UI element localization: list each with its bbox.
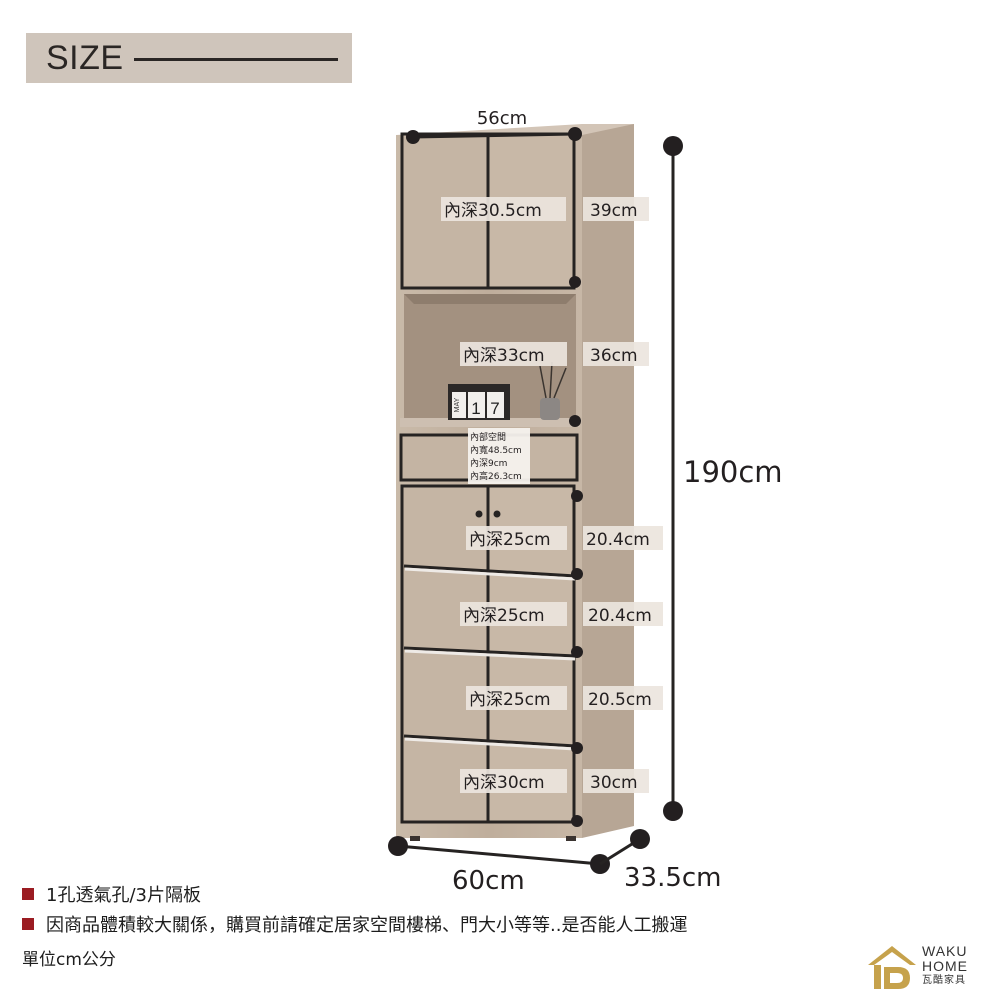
- section-1-height: 39cm: [590, 201, 638, 221]
- height-dot-bottom: [663, 801, 683, 821]
- base-width-text: 60cm: [452, 866, 525, 896]
- note-bullet: [22, 918, 34, 930]
- calendar-card-day-2: [487, 392, 504, 418]
- calendar-month-text: MAY: [454, 397, 461, 412]
- section-5-depth: 內深25cm: [469, 690, 551, 710]
- size-rule: [134, 58, 338, 61]
- drawer-label-bg: [468, 428, 530, 484]
- unit-note: 單位cm公分: [22, 950, 116, 970]
- top-width-dot-left: [406, 130, 420, 144]
- section-dots: [569, 276, 583, 827]
- section-3-height: 20.4cm: [586, 530, 650, 550]
- section-6-height: 30cm: [590, 773, 638, 793]
- note-text: 因商品體積較大關係，購買前請確定居家空間樓梯、門大小等等..是否能人工搬運: [46, 915, 688, 936]
- door-knob-right: [493, 510, 501, 518]
- diffuser-bottle: [540, 398, 560, 420]
- note-item: 因商品體積較大關係，購買前請確定居家空間樓梯、門大小等等..是否能人工搬運: [22, 914, 687, 938]
- section-4-height: 20.4cm: [588, 606, 652, 626]
- section-2-depth: 內深33cm: [463, 346, 545, 366]
- height-dot-top: [663, 136, 683, 156]
- drawer-depth: 內深9cm: [470, 458, 507, 469]
- base-width-dot-left: [388, 836, 408, 856]
- base-depth-text: 33.5cm: [624, 863, 722, 893]
- calendar-card-day-1: [468, 392, 485, 418]
- cabinet-foot-left: [410, 836, 420, 841]
- brand-line-1: WAKU: [922, 943, 968, 959]
- diffuser-reed-1: [539, 365, 547, 399]
- depth-dot-right: [630, 829, 650, 849]
- note-bullet: [22, 888, 34, 900]
- top-width-text: 56cm: [477, 108, 527, 129]
- section-5-height: 20.5cm: [588, 690, 652, 710]
- open-niche-shadow: [404, 294, 576, 304]
- top-width-line: [412, 132, 576, 139]
- brand-line-2: HOME: [922, 958, 968, 974]
- section-2-height: 36cm: [590, 346, 638, 366]
- size-banner: SIZE: [26, 33, 352, 83]
- calendar-day-1-text: 1: [471, 399, 480, 418]
- house-logo-icon: [868, 946, 916, 989]
- note-text: 1孔透氣孔/3片隔板: [46, 885, 201, 906]
- brand-logo: WAKU HOME 瓦酷家具: [864, 942, 989, 992]
- diffuser-reed-3: [553, 367, 567, 399]
- top-width-dot-right: [568, 127, 582, 141]
- section-4-depth: 內深25cm: [463, 606, 545, 626]
- cabinet-foot-right: [566, 836, 576, 841]
- cabinet-side-panel: [582, 124, 634, 838]
- base-width-line: [397, 844, 601, 866]
- size-label: SIZE: [46, 39, 124, 77]
- drawer-height: 內高26.3cm: [470, 470, 522, 482]
- calendar-card-month: [452, 392, 466, 418]
- drawer-title: 內部空間: [470, 431, 506, 443]
- section-1-depth: 內深30.5cm: [444, 201, 542, 221]
- section-6-depth: 內深30cm: [463, 773, 545, 793]
- note-item: 1孔透氣孔/3片隔板: [22, 884, 201, 908]
- diffuser-reed-2: [549, 361, 553, 399]
- section-3-depth: 內深25cm: [469, 530, 551, 550]
- total-height-text: 190cm: [683, 455, 783, 489]
- drawer-width: 內寬48.5cm: [470, 444, 522, 456]
- calendar-day-2-text: 7: [490, 399, 499, 418]
- inner-shelves: [403, 564, 577, 751]
- niche-shelf-edge: [400, 418, 580, 427]
- door-knob-left: [475, 510, 483, 518]
- label-backgrounds: [441, 197, 663, 793]
- brand-line-3: 瓦酷家具: [922, 975, 966, 986]
